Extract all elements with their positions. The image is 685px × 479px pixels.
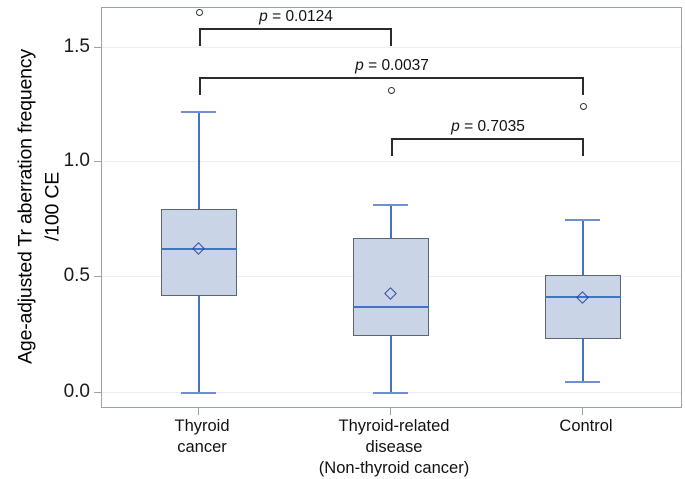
box-iqr-3 — [545, 275, 621, 339]
x-tick-mark-1 — [198, 408, 199, 415]
bracket-2-horizontal — [199, 77, 584, 79]
bracket-3-horizontal — [391, 138, 584, 140]
y-tick-label-1.0: 1.0 — [63, 150, 90, 171]
whisker-upper-line-3 — [582, 219, 585, 275]
whisker-lower-line-1 — [198, 296, 201, 394]
bracket-3-tick-left — [391, 138, 393, 156]
y-tick-label-1.5: 1.5 — [63, 36, 90, 57]
whisker-upper-cap-2 — [373, 204, 408, 207]
median-line-1 — [161, 248, 237, 251]
x-label-3-line-1: Control — [559, 417, 613, 435]
x-label-2-line-1: Thyroid-related — [338, 417, 450, 435]
whisker-upper-cap-3 — [565, 219, 600, 222]
x-tick-mark-2 — [390, 408, 391, 415]
y-tick-label-0.5: 0.5 — [63, 265, 90, 286]
outlier-point-2[interactable] — [388, 87, 395, 94]
whisker-lower-line-2 — [390, 336, 393, 394]
x-axis-label-thyroid-cancer: Thyroid cancer — [174, 416, 229, 458]
bracket-1-tick-left — [199, 28, 201, 46]
x-label-1-line-1: Thyroid — [174, 417, 230, 435]
y-tick-mark-0.0 — [94, 392, 101, 393]
whisker-lower-line-3 — [582, 339, 585, 382]
y-tick-mark-1.0 — [94, 161, 101, 162]
x-label-1-line-2: cancer — [177, 438, 227, 456]
outlier-point-3[interactable] — [580, 103, 587, 110]
whisker-upper-line-2 — [390, 204, 393, 238]
y-axis-title-line-2: /100 CE — [41, 171, 64, 242]
median-line-3 — [545, 296, 621, 299]
box-iqr-2 — [353, 238, 429, 336]
outlier-point-1[interactable] — [196, 9, 203, 16]
whisker-upper-line-1 — [198, 111, 201, 209]
y-axis-title-line-1: Age-adjusted Tr aberration frequency — [14, 49, 37, 364]
y-tick-mark-0.5 — [94, 276, 101, 277]
box-iqr-1 — [161, 209, 237, 296]
whisker-lower-cap-2 — [373, 392, 408, 395]
bracket-3-tick-right — [582, 138, 584, 156]
x-label-2-line-2: disease — [365, 438, 423, 456]
whisker-lower-cap-3 — [565, 381, 600, 384]
bracket-2-tick-left — [199, 77, 201, 95]
x-axis-label-control: Control — [559, 416, 612, 437]
gridline-1.5 — [102, 47, 681, 48]
bracket-2-tick-right — [582, 77, 584, 95]
whisker-upper-cap-1 — [181, 111, 216, 114]
plot-area: p = 0.0124 p = 0.0037 p = 0.7035 — [101, 7, 682, 408]
median-line-2 — [353, 306, 429, 309]
x-tick-mark-3 — [582, 408, 583, 415]
p-value-label-3: p = 0.7035 — [451, 118, 525, 135]
gridline-1.0 — [102, 161, 681, 162]
x-label-2-line-3: (Non-thyroid cancer) — [318, 459, 470, 477]
x-axis-label-thyroid-related-disease: Thyroid-related disease (Non-thyroid can… — [319, 416, 469, 479]
y-tick-label-0.0: 0.0 — [63, 381, 90, 402]
whisker-lower-cap-1 — [181, 392, 216, 395]
bracket-1-horizontal — [199, 28, 392, 30]
y-tick-mark-1.5 — [94, 47, 101, 48]
bracket-1-tick-right — [390, 28, 392, 46]
p-value-label-2: p = 0.0037 — [355, 57, 429, 74]
p-value-label-1: p = 0.0124 — [259, 8, 333, 25]
y-axis-title: Age-adjusted Tr aberration frequency /10… — [0, 0, 72, 410]
